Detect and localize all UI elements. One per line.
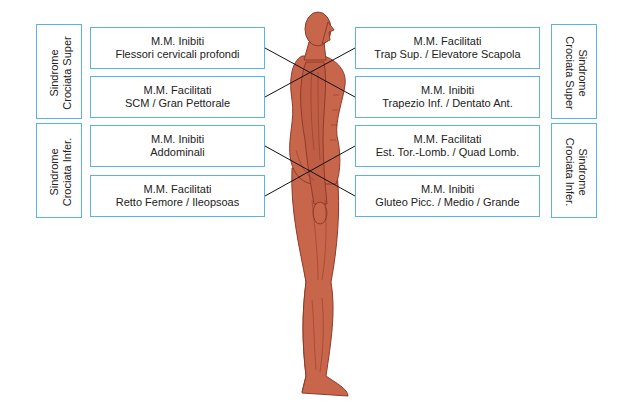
rotated-text-holder: Sindrome Crociata Infer.: [37, 124, 83, 219]
muscle-box: M.M. InibitiAddominali: [90, 125, 265, 167]
muscle-box: M.M. InibitiFlessori cervicali profondi: [90, 27, 265, 69]
muscle-group-heading: M.M. Inibiti: [151, 133, 204, 146]
syndrome-band: Sindrome Crociata Infer.: [551, 123, 597, 218]
human-profile: [290, 12, 348, 396]
muscle-box: M.M. InibitiTrapezio Inf. / Dentato Ant.: [355, 76, 540, 118]
face: [322, 22, 334, 44]
cross-line: [265, 48, 355, 97]
muscle-line: [312, 298, 323, 372]
muscle-names: Gluteo Picc. / Medio / Grande: [375, 196, 519, 209]
front-leg: [292, 168, 348, 396]
syndrome-band: Sindrome Crociata Super: [551, 24, 597, 119]
rotated-text-holder: Sindrome Crociata Super: [552, 25, 598, 120]
muscle-box: M.M. FacilitatiSCM / Gran Pettorale: [90, 76, 265, 118]
muscle-group-heading: M.M. Facilitati: [414, 35, 482, 48]
rotated-text-holder: Sindrome Crociata Super: [37, 25, 83, 120]
muscle-names: Flessori cervicali profondi: [115, 48, 239, 61]
muscle-names: Trap Sup. / Elevatore Scapola: [374, 48, 520, 61]
muscle-group-heading: M.M. Inibiti: [151, 35, 204, 48]
muscle-line: [311, 70, 320, 160]
syndrome-label: Sindrome Crociata Super: [562, 32, 588, 113]
muscle-line: [330, 95, 339, 140]
muscle-group-heading: M.M. Inibiti: [421, 183, 474, 196]
syndrome-band: Sindrome Crociata Infer.: [36, 123, 82, 218]
arm: [301, 62, 327, 204]
muscle-names: Est. Tor.-Lomb. / Quad Lomb.: [376, 146, 519, 159]
muscle-line: [312, 200, 326, 280]
muscle-box: M.M. FacilitatiTrap Sup. / Elevatore Sca…: [355, 27, 540, 69]
muscle-group-heading: M.M. Facilitati: [144, 84, 212, 97]
muscle-names: Trapezio Inf. / Dentato Ant.: [382, 97, 512, 110]
muscle-group-heading: M.M. Inibiti: [421, 84, 474, 97]
syndrome-band: Sindrome Crociata Super: [36, 24, 82, 119]
syndrome-label: Sindrome Crociata Super: [47, 32, 73, 113]
syndrome-label: Sindrome Crociata Infer.: [562, 131, 588, 212]
muscle-box: M.M. InibitiGluteo Picc. / Medio / Grand…: [355, 175, 540, 217]
muscle-group-heading: M.M. Facilitati: [144, 183, 212, 196]
muscle-names: SCM / Gran Pettorale: [125, 97, 230, 110]
muscle-lines: [296, 70, 339, 372]
muscle-group-heading: M.M. Facilitati: [414, 133, 482, 146]
cross-line: [265, 146, 355, 196]
cross-line: [265, 48, 355, 97]
syndrome-label: Sindrome Crociata Infer.: [47, 131, 73, 212]
muscle-names: Retto Femore / Ileopsoas: [116, 196, 240, 209]
muscle-names: Addominali: [150, 146, 204, 159]
cross-line: [265, 146, 355, 196]
rotated-text-holder: Sindrome Crociata Infer.: [552, 124, 598, 219]
muscle-box: M.M. FacilitatiRetto Femore / Ileopsoas: [90, 175, 265, 217]
hand: [313, 202, 327, 224]
muscle-box: M.M. FacilitatiEst. Tor.-Lomb. / Quad Lo…: [355, 125, 540, 167]
